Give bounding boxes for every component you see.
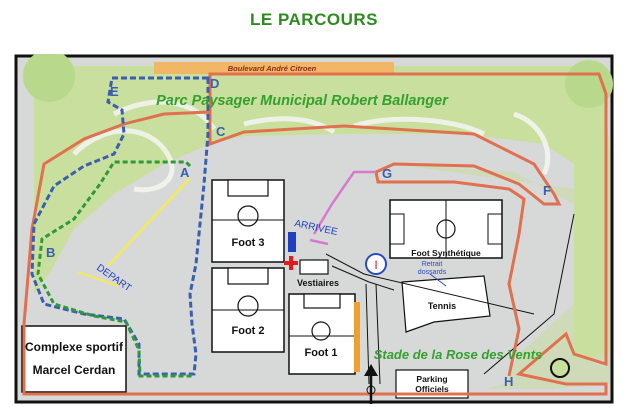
entrance-arrow-icon (364, 364, 378, 404)
roads (325, 213, 575, 385)
route-yellow-depart (107, 177, 191, 267)
parking-label-line1: Parking (416, 374, 447, 384)
vestiaires-label: Vestiaires (297, 278, 339, 288)
boulevard (154, 62, 394, 74)
roundabout-top-right (565, 60, 613, 108)
stadium-label: Stade de la Rose des Vents (374, 347, 543, 362)
parking-label-line2: Officiels (415, 384, 449, 394)
park-paths (72, 99, 551, 193)
route-pink-arrivee (312, 170, 376, 235)
point-f: F (543, 183, 551, 198)
street-label: Boulevard André Citroen (228, 64, 317, 73)
buildings (21, 179, 503, 399)
point-c: C (216, 124, 226, 139)
info-marker-icon (365, 253, 387, 275)
park-label: Parc Paysager Municipal Robert Ballanger (156, 93, 449, 109)
complex-label-line1: Complexe sportif (25, 340, 124, 354)
first-aid-cross-icon (284, 256, 298, 270)
point-h: H (504, 374, 513, 389)
retrait-label-line1: Retrait (422, 261, 443, 268)
point-a: A (180, 165, 190, 180)
start-marker (288, 232, 296, 252)
foot2-label: Foot 2 (232, 325, 265, 337)
lawn-right (394, 164, 610, 389)
retrait-arrow (429, 273, 447, 287)
foot3-label: Foot 3 (232, 237, 265, 249)
info-marker-label: I (374, 258, 377, 272)
route-blue (30, 76, 210, 376)
route-green (36, 160, 192, 378)
park-area (34, 66, 610, 359)
route-orange (22, 72, 608, 396)
vestiaires-building (299, 259, 329, 275)
tennis-label: Tennis (428, 301, 456, 311)
depart-line (77, 271, 119, 287)
point-g: G (382, 166, 392, 181)
track-segment (354, 302, 360, 372)
roundabout-top-left (23, 54, 75, 102)
complex-building (21, 325, 127, 393)
page-title: LE PARCOURS (250, 10, 378, 29)
point-b: B (46, 245, 55, 260)
retrait-label-line2: dossards (418, 269, 447, 276)
foot-synth-label: Foot Synthétique (411, 248, 481, 258)
finish-circle-icon (550, 358, 570, 378)
point-d: D (210, 76, 219, 91)
complex-label-line2: Marcel Cerdan (33, 363, 116, 377)
point-e: E (110, 84, 119, 99)
tennis-building (401, 275, 491, 333)
route-map: Boulevard André Citroen (14, 54, 614, 404)
foot1-label: Foot 1 (305, 347, 338, 359)
arrivee-line (309, 238, 329, 246)
